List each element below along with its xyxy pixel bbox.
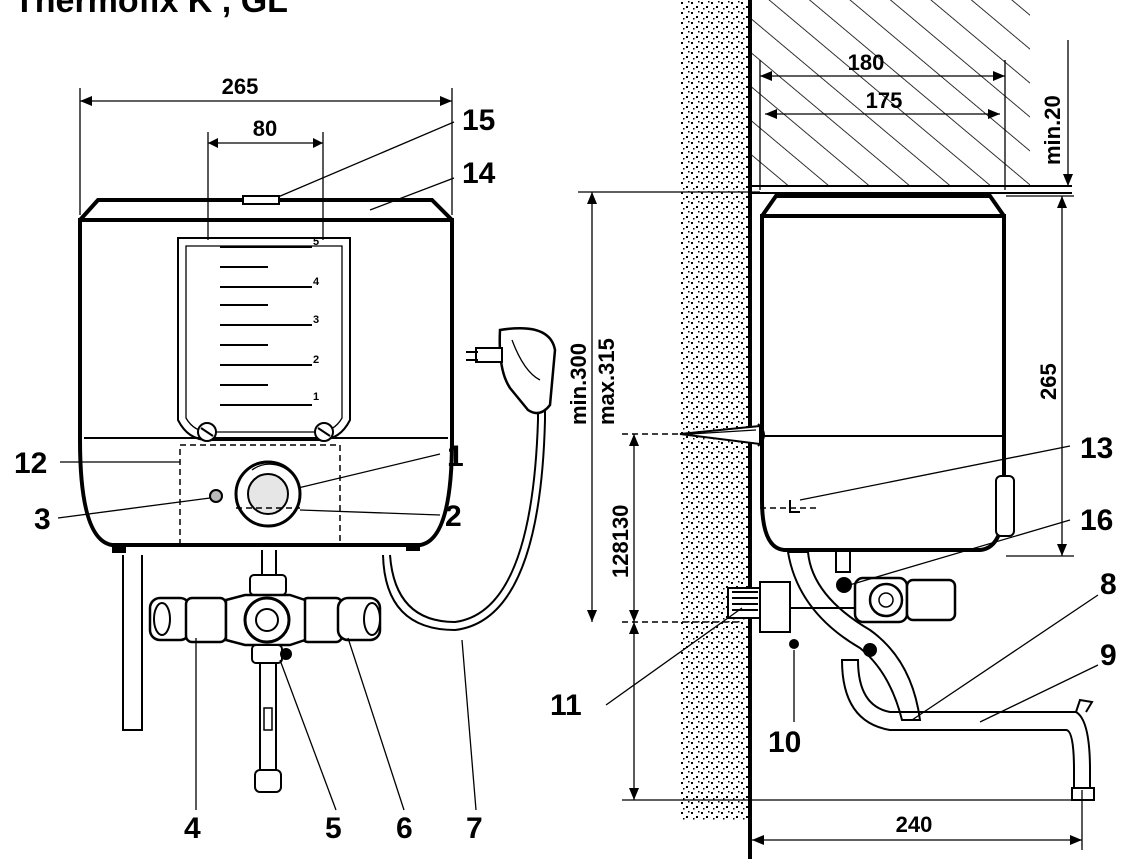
callout-1: 1 xyxy=(447,440,464,473)
scale-mark-3: 3 xyxy=(313,314,319,326)
callout-7: 7 xyxy=(466,812,483,845)
power-cable xyxy=(382,395,546,632)
control-panel-outline xyxy=(179,444,341,546)
callout-9: 9 xyxy=(1100,639,1117,672)
side-height-label: 265 xyxy=(1036,363,1061,400)
wall xyxy=(680,0,748,820)
mount-min-label: min.300 xyxy=(566,343,591,425)
front-view: 265 80 5 4 3 2 1 xyxy=(78,74,557,793)
min-top-clearance-label: min.20 xyxy=(1040,95,1065,165)
front-callouts: 15 14 1 2 12 3 4 5 6 7 xyxy=(14,104,496,845)
depth-outer-label: 180 xyxy=(848,50,885,75)
side-view: 180 175 min.20 xyxy=(566,0,1095,859)
scale-mark-2: 2 xyxy=(313,354,319,366)
diagram-title: Thermofix K , GL xyxy=(14,0,288,20)
water-level-scale: 5 4 3 2 1 xyxy=(220,236,320,406)
scale-width-label: 80 xyxy=(253,116,277,141)
mixing-valve-assembly xyxy=(148,550,382,793)
callout-5: 5 xyxy=(325,812,342,845)
mount-range-label: 128130 xyxy=(608,505,633,578)
side-valve-assembly xyxy=(727,550,1095,801)
callout-11: 11 xyxy=(550,689,582,722)
scale-mark-1: 1 xyxy=(313,391,319,403)
indicator-lamp xyxy=(209,489,223,503)
callout-15: 15 xyxy=(462,104,495,137)
callout-6: 6 xyxy=(396,812,413,845)
power-plug xyxy=(466,326,557,415)
heater-side-lid xyxy=(760,194,1006,218)
left-pipe xyxy=(122,555,143,731)
callout-13: 13 xyxy=(1080,432,1113,465)
callout-3: 3 xyxy=(34,503,51,536)
heater-side-body xyxy=(760,214,1006,552)
callout-8: 8 xyxy=(1100,568,1117,601)
mount-max-label: max.315 xyxy=(594,338,619,425)
lid-tab xyxy=(242,195,280,205)
bottom-depth-label: 240 xyxy=(896,812,933,837)
scale-mark-4: 4 xyxy=(313,276,320,288)
callout-14: 14 xyxy=(462,157,496,190)
callout-2: 2 xyxy=(445,500,462,533)
callout-16: 16 xyxy=(1080,504,1113,537)
callout-4: 4 xyxy=(184,812,201,845)
front-width-label: 265 xyxy=(222,74,259,99)
callout-10: 10 xyxy=(768,726,801,759)
sight-window xyxy=(177,237,351,441)
overhead-cabinet xyxy=(752,0,1030,186)
callout-12: 12 xyxy=(14,447,47,480)
scale-mark-5: 5 xyxy=(313,236,319,248)
depth-inner-label: 175 xyxy=(866,88,903,113)
side-callouts: 13 16 8 9 11 10 xyxy=(550,432,1117,759)
